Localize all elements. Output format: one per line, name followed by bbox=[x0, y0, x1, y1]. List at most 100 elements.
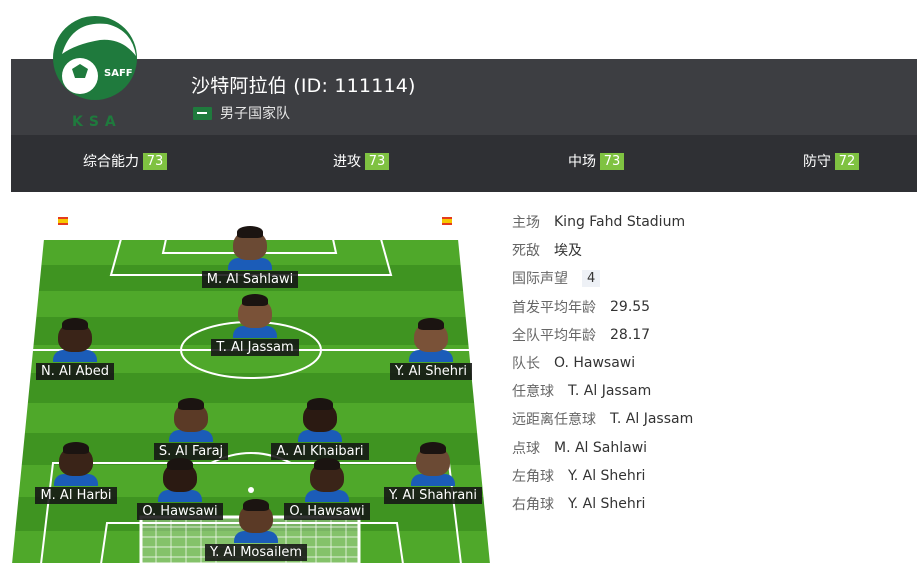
info-label: 远距离任意球 bbox=[512, 412, 596, 429]
info-row-free-kick: 任意球 T. Al Jassam bbox=[512, 377, 912, 405]
corner-flag-right-icon bbox=[441, 217, 452, 239]
rating-value: 73 bbox=[365, 152, 389, 170]
rating-value: 73 bbox=[143, 152, 167, 170]
player-name: O. Hawsawi bbox=[284, 503, 370, 520]
team-header bbox=[11, 59, 917, 192]
rating-midfield: 中场 73 bbox=[568, 151, 624, 171]
info-label: 国际声望 bbox=[512, 271, 568, 288]
info-value[interactable]: Y. Al Shehri bbox=[568, 495, 646, 512]
info-label: 任意球 bbox=[512, 384, 554, 401]
player-jersey bbox=[54, 474, 98, 486]
info-value[interactable]: O. Hawsawi bbox=[554, 355, 636, 372]
player-avatar bbox=[310, 458, 344, 492]
info-label: 死敌 bbox=[512, 243, 540, 260]
rating-label: 综合能力 bbox=[83, 154, 139, 170]
player-name: Y. Al Mosailem bbox=[204, 544, 307, 561]
player-jersey bbox=[233, 326, 277, 338]
player-jersey bbox=[234, 531, 278, 543]
rating-overall: 综合能力 73 bbox=[83, 151, 167, 171]
player-card[interactable]: N. Al Abed bbox=[20, 318, 130, 382]
saudi-flag-icon bbox=[193, 106, 212, 120]
info-label: 首发平均年龄 bbox=[512, 299, 596, 316]
info-row-captain: 队长 O. Hawsawi bbox=[512, 349, 912, 377]
player-card[interactable]: T. Al Jassam bbox=[200, 294, 310, 358]
team-subtitle: 男子国家队 bbox=[193, 103, 290, 123]
player-avatar bbox=[239, 499, 273, 533]
team-header-top bbox=[11, 59, 917, 135]
player-avatar bbox=[416, 442, 450, 476]
info-row-right-corner: 右角球 Y. Al Shehri bbox=[512, 490, 912, 518]
player-name: O. Hawsawi bbox=[137, 503, 223, 520]
player-name: N. Al Abed bbox=[35, 363, 115, 380]
player-avatar bbox=[303, 398, 337, 432]
info-row-left-corner: 左角球 Y. Al Shehri bbox=[512, 462, 912, 490]
rating-label: 进攻 bbox=[333, 154, 361, 170]
info-label: 队长 bbox=[512, 356, 540, 373]
player-card[interactable]: Y. Al Shehri bbox=[376, 318, 486, 382]
info-label: 主场 bbox=[512, 215, 540, 232]
logo-saff-text: SAFF bbox=[104, 68, 133, 79]
info-row-rival: 死敌 埃及 bbox=[512, 236, 912, 264]
info-value: King Fahd Stadium bbox=[554, 214, 686, 231]
player-jersey bbox=[158, 490, 202, 502]
info-row-long-free-kick: 远距离任意球 T. Al Jassam bbox=[512, 405, 912, 433]
info-value: 28.17 bbox=[610, 326, 651, 343]
player-card[interactable]: A. Al Khaibari bbox=[258, 398, 382, 462]
team-type-label: 男子国家队 bbox=[220, 106, 290, 122]
info-row-home-stadium: 主场 King Fahd Stadium bbox=[512, 208, 912, 236]
rating-defense: 防守 72 bbox=[803, 151, 859, 171]
rating-value: 72 bbox=[835, 152, 859, 170]
info-label: 右角球 bbox=[512, 496, 554, 513]
player-card[interactable]: M. Al Harbi bbox=[20, 442, 132, 506]
player-name: A. Al Khaibari bbox=[271, 443, 369, 460]
info-value[interactable]: Y. Al Shehri bbox=[568, 467, 646, 484]
team-info-list: 主场 King Fahd Stadium 死敌 埃及 国际声望 4 首发平均年龄… bbox=[512, 208, 912, 518]
player-card[interactable]: O. Hawsawi bbox=[126, 458, 234, 522]
info-row-reputation: 国际声望 4 bbox=[512, 264, 912, 292]
player-jersey bbox=[228, 258, 272, 270]
player-avatar bbox=[58, 318, 92, 352]
logo-ksa-text: KSA bbox=[72, 114, 122, 130]
info-value[interactable]: M. Al Sahlawi bbox=[554, 439, 648, 456]
player-jersey bbox=[169, 430, 213, 442]
player-card[interactable]: O. Hawsawi bbox=[273, 458, 381, 522]
info-row-squad-avg-age: 全队平均年龄 28.17 bbox=[512, 321, 912, 349]
info-value[interactable]: T. Al Jassam bbox=[568, 383, 652, 400]
info-label: 点球 bbox=[512, 440, 540, 457]
team-title: 沙特阿拉伯 (ID: 111114) bbox=[191, 75, 416, 97]
player-name: Y. Al Shehri bbox=[390, 363, 472, 380]
player-card[interactable]: M. Al Sahlawi bbox=[195, 226, 305, 290]
player-avatar bbox=[174, 398, 208, 432]
player-name: M. Al Sahlawi bbox=[201, 271, 299, 288]
info-value[interactable]: T. Al Jassam bbox=[610, 411, 694, 428]
saff-logo-icon: SAFF KSA bbox=[53, 16, 137, 130]
player-name: S. Al Faraj bbox=[153, 443, 229, 460]
player-avatar bbox=[414, 318, 448, 352]
rating-label: 防守 bbox=[803, 154, 831, 170]
player-name: Y. Al Shahrani bbox=[383, 487, 483, 504]
player-avatar bbox=[238, 294, 272, 328]
player-jersey bbox=[53, 350, 97, 362]
player-avatar bbox=[163, 458, 197, 492]
rating-label: 中场 bbox=[568, 154, 596, 170]
reputation-badge: 4 bbox=[582, 269, 601, 287]
corner-flag-left-icon bbox=[57, 217, 68, 239]
rating-value: 73 bbox=[600, 152, 624, 170]
info-value[interactable]: 埃及 bbox=[554, 243, 582, 260]
player-avatar bbox=[59, 442, 93, 476]
player-name: M. Al Harbi bbox=[35, 487, 117, 504]
info-label: 全队平均年龄 bbox=[512, 327, 596, 344]
player-jersey bbox=[298, 430, 342, 442]
player-card[interactable]: Y. Al Shahrani bbox=[375, 442, 491, 506]
info-value: 29.55 bbox=[610, 298, 651, 315]
rating-attack: 进攻 73 bbox=[333, 151, 389, 171]
player-card[interactable]: S. Al Faraj bbox=[136, 398, 246, 462]
player-jersey bbox=[305, 490, 349, 502]
info-row-penalty: 点球 M. Al Sahlawi bbox=[512, 434, 912, 462]
info-row-starting-avg-age: 首发平均年龄 29.55 bbox=[512, 293, 912, 321]
player-jersey bbox=[411, 474, 455, 486]
info-label: 左角球 bbox=[512, 468, 554, 485]
player-card[interactable]: Y. Al Mosailem bbox=[196, 499, 316, 563]
player-avatar bbox=[233, 226, 267, 260]
player-name: T. Al Jassam bbox=[211, 339, 299, 356]
